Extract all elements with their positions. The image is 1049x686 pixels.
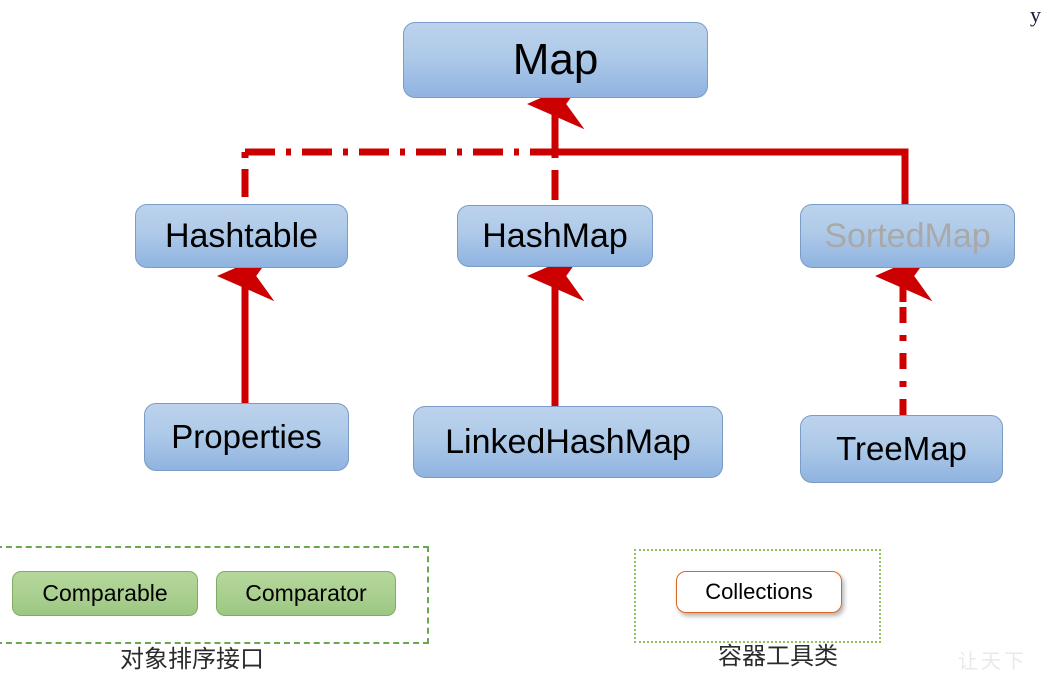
node-linkedhashmap-label: LinkedHashMap	[445, 422, 691, 461]
chip-comparator-label: Comparator	[245, 580, 367, 606]
node-hashmap[interactable]: HashMap	[457, 205, 653, 267]
node-properties-label: Properties	[171, 418, 322, 455]
group-sorting-caption: 对象排序接口	[120, 645, 264, 673]
group-sorting-interfaces	[0, 546, 429, 644]
connector-bus-solid	[552, 148, 909, 204]
chip-comparable-label: Comparable	[42, 580, 168, 606]
chip-collections[interactable]: Collections	[676, 571, 842, 613]
node-sortedmap[interactable]: SortedMap	[800, 204, 1015, 268]
node-properties[interactable]: Properties	[144, 403, 349, 471]
chip-comparator[interactable]: Comparator	[216, 571, 396, 616]
group-utility-caption: 容器工具类	[718, 642, 838, 670]
chip-collections-label: Collections	[705, 579, 813, 604]
group-utility-class	[634, 549, 881, 643]
stray-glyph-y: y	[1030, 2, 1041, 27]
node-sortedmap-label: SortedMap	[824, 216, 991, 255]
chip-comparable[interactable]: Comparable	[12, 571, 198, 616]
node-treemap-label: TreeMap	[836, 430, 967, 467]
watermark: 让天下	[958, 649, 1027, 673]
node-hashtable-label: Hashtable	[164, 216, 319, 255]
node-map[interactable]: Map	[403, 22, 708, 98]
node-linkedhashmap[interactable]: LinkedHashMap	[413, 406, 723, 478]
node-treemap[interactable]: TreeMap	[800, 415, 1003, 483]
node-hashmap-label: HashMap	[482, 216, 628, 255]
node-map-label: Map	[512, 35, 599, 84]
node-hashtable[interactable]: Hashtable	[135, 204, 348, 268]
